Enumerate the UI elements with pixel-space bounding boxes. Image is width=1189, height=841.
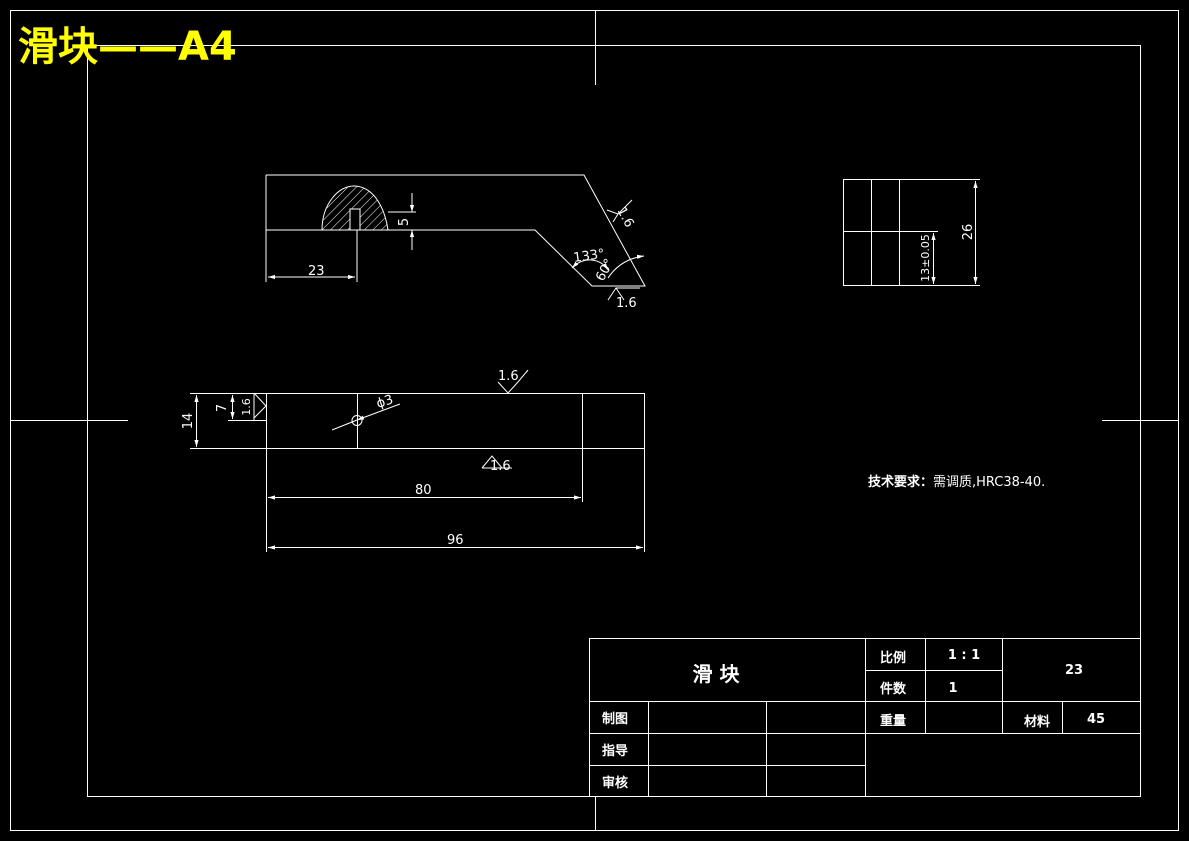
top-view — [190, 369, 645, 552]
dim-26: 26 — [961, 224, 976, 241]
dim-7: 7 — [215, 404, 230, 412]
scale-label: 比例 — [880, 650, 906, 666]
dim-23: 23 — [308, 264, 325, 279]
dim-80: 80 — [415, 483, 432, 498]
qty-value: 1 — [948, 681, 957, 696]
dim-5: 5 — [397, 218, 412, 226]
tech-req-label: 技术要求： — [868, 474, 933, 490]
sheet-title: 滑块——A4 — [18, 24, 237, 70]
dim-13: 13±0.05 — [919, 234, 932, 282]
weight-label: 重量 — [880, 713, 906, 729]
part-name: 滑 块 — [693, 662, 741, 686]
centering-marks — [10, 10, 1179, 831]
material-label: 材料 — [1024, 714, 1050, 730]
drawing-number: 23 — [1065, 663, 1083, 678]
roughness-slope: 1.6 — [613, 205, 636, 230]
scale-value: 1 : 1 — [948, 648, 980, 663]
dim-phi3: ϕ3 — [375, 392, 396, 411]
roughness-bottom: 1.6 — [490, 459, 511, 474]
dim-96: 96 — [447, 533, 464, 548]
dim-14: 14 — [181, 413, 196, 430]
material-value: 45 — [1087, 712, 1105, 727]
tech-requirements: 技术要求：需调质,HRC38-40. — [868, 474, 1045, 490]
roughness-top: 1.6 — [498, 369, 519, 384]
tech-req-text: 需调质,HRC38-40. — [933, 475, 1045, 490]
drawn-label: 制图 — [602, 711, 628, 727]
review-label: 审核 — [602, 775, 628, 791]
dim-133: 133° — [572, 247, 605, 266]
section-hatch — [321, 185, 389, 231]
title-block — [589, 638, 1141, 797]
front-view — [265, 174, 646, 301]
roughness-left: 1.6 — [240, 398, 253, 416]
guide-label: 指导 — [602, 743, 628, 759]
side-view — [843, 179, 980, 286]
roughness-bottom-front: 1.6 — [616, 296, 637, 311]
qty-label: 件数 — [880, 681, 907, 697]
